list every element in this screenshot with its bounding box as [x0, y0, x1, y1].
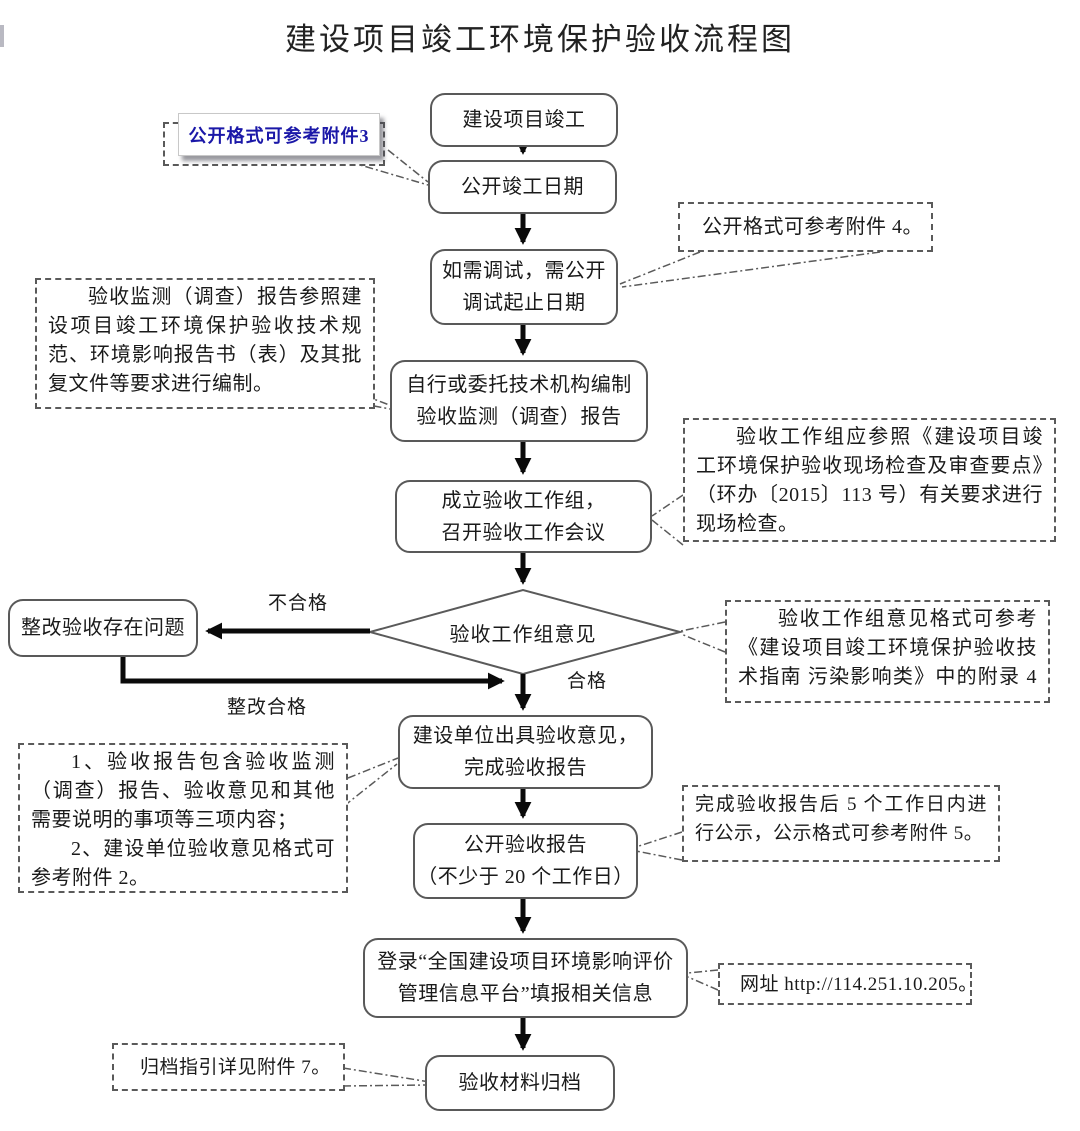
node-debug-dates: 如需调试，需公开 调试起止日期: [430, 249, 618, 325]
page-title: 建设项目竣工环境保护验收流程图: [285, 22, 795, 57]
flow-arrows: [120, 137, 532, 1051]
node-publish-completion-date: 公开竣工日期: [428, 160, 617, 214]
note-website: 网址 http://114.251.10.205。: [718, 963, 972, 1005]
node-decision-label: 验收工作组意见: [449, 624, 597, 646]
note-opinion-format-text: 验收工作组意见格式可参考《建设项目竣工环境保护验收技术指南 污染影响类》中的附录…: [738, 608, 1037, 701]
node-project-completion: 建设项目竣工: [430, 93, 618, 147]
note-opinion-format: 验收工作组意见格式可参考《建设项目竣工环境保护验收技术指南 污染影响类》中的附录…: [725, 600, 1050, 703]
note-publicity: 完成验收报告后 5 个工作日内进行公示，公示格式可参考附件 5。: [682, 785, 1000, 862]
edge-label-rectified: 整改合格: [227, 697, 308, 718]
node-publicize-report: 公开验收报告 （不少于 20 个工作日）: [413, 823, 638, 899]
note-attachment3: 公开格式可参考附件3: [178, 113, 380, 156]
note-site-check-text: 验收工作组应参照《建设项目竣工环境保护验收现场检查及审查要点》（环办〔2015〕…: [696, 426, 1043, 535]
note-report-content: 1、验收报告包含验收监测（调查）报告、验收意见和其他需要说明的事项等三项内容； …: [18, 743, 348, 893]
edge-label-pass: 合格: [567, 671, 608, 692]
callout-lines: [341, 149, 881, 1087]
node-workgroup: 成立验收工作组， 召开验收工作会议: [395, 480, 652, 553]
note-publicity-text: 完成验收报告后 5 个工作日内进行公示，公示格式可参考附件 5。: [695, 794, 987, 844]
note-report-content-item2: 2、建设单位验收意见格式可参考附件 2。: [31, 838, 335, 889]
note-attachment4: 公开格式可参考附件 4。: [678, 202, 933, 252]
note-report-content-item1: 1、验收报告包含验收监测（调查）报告、验收意见和其他需要说明的事项等三项内容；: [31, 751, 335, 831]
note-report-basis-text: 验收监测（调查）报告参照建设项目竣工环境保护验收技术规范、环境影响报告书（表）及…: [48, 286, 362, 395]
node-compile-report: 自行或委托技术机构编制 验收监测（调查）报告: [390, 360, 648, 442]
node-rectify: 整改验收存在问题: [8, 599, 198, 657]
note-site-check: 验收工作组应参照《建设项目竣工环境保护验收现场检查及审查要点》（环办〔2015〕…: [683, 418, 1056, 542]
node-platform-filing: 登录“全国建设项目环境影响评价 管理信息平台”填报相关信息: [363, 938, 688, 1018]
node-acceptance-opinion: 建设单位出具验收意见， 完成验收报告: [398, 715, 653, 789]
decision-diamond-shape: [366, 588, 684, 676]
note-report-basis: 验收监测（调查）报告参照建设项目竣工环境保护验收技术规范、环境影响报告书（表）及…: [35, 278, 375, 409]
edge-label-fail: 不合格: [268, 593, 329, 614]
node-archive: 验收材料归档: [425, 1055, 615, 1111]
note-archive-guide: 归档指引详见附件 7。: [112, 1043, 345, 1091]
scan-artifact: [0, 25, 4, 47]
